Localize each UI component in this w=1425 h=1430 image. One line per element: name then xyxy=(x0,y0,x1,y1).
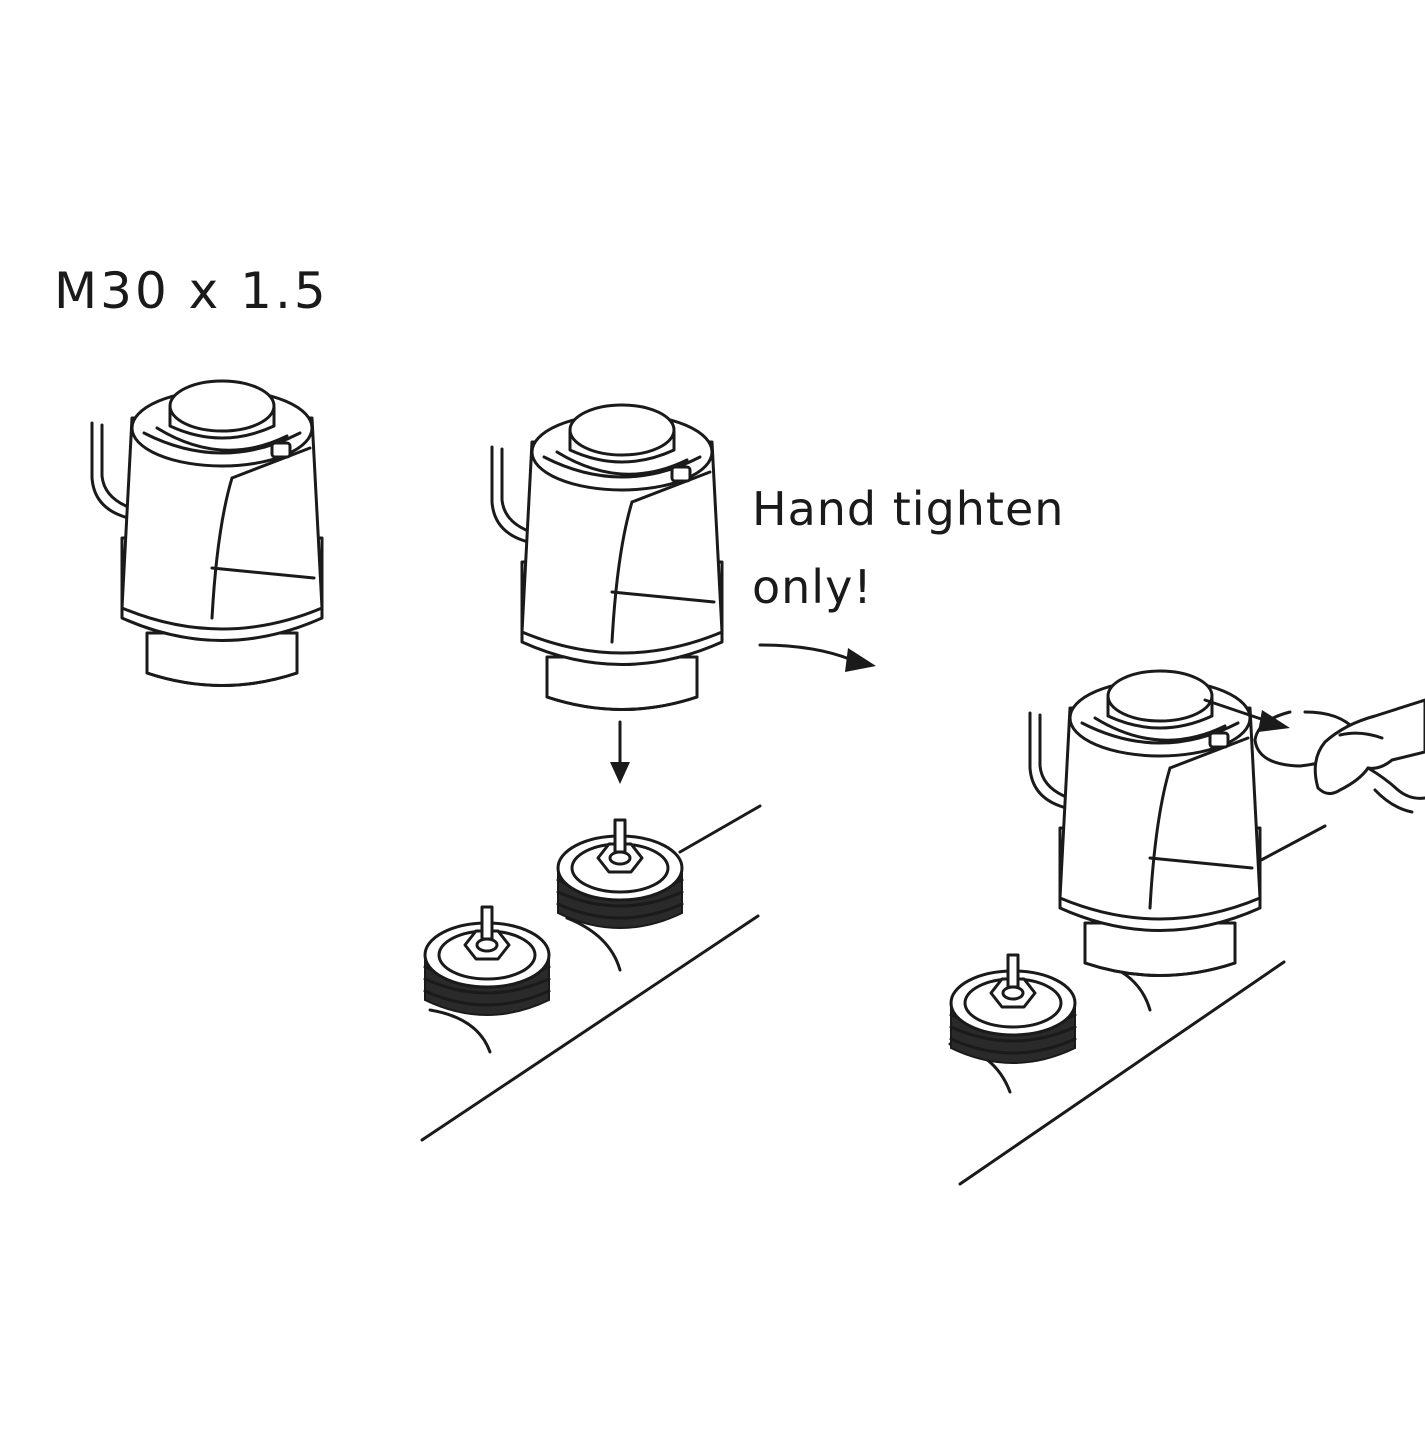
hand-tighten-line-1: Hand tighten xyxy=(752,482,1065,536)
hand-tighten-line-2: only! xyxy=(752,560,873,614)
valve-rear-icon xyxy=(556,818,684,930)
hand-icon xyxy=(1313,698,1425,814)
valve-remaining-icon xyxy=(949,953,1077,1065)
removal-arrow-icon xyxy=(1203,698,1290,732)
actuator-icon xyxy=(90,379,324,687)
manifold-icon xyxy=(420,804,762,1142)
actuator-lowering-icon xyxy=(490,403,724,711)
valve-front-icon xyxy=(423,905,551,1017)
down-arrow-icon xyxy=(610,720,630,784)
hand-tighten-note: Hand tighten only! xyxy=(752,470,1064,626)
actuator-installed-icon xyxy=(1028,669,1262,977)
next-step-arrow-icon xyxy=(758,643,876,672)
thread-size-label: M30 x 1.5 xyxy=(54,262,329,320)
